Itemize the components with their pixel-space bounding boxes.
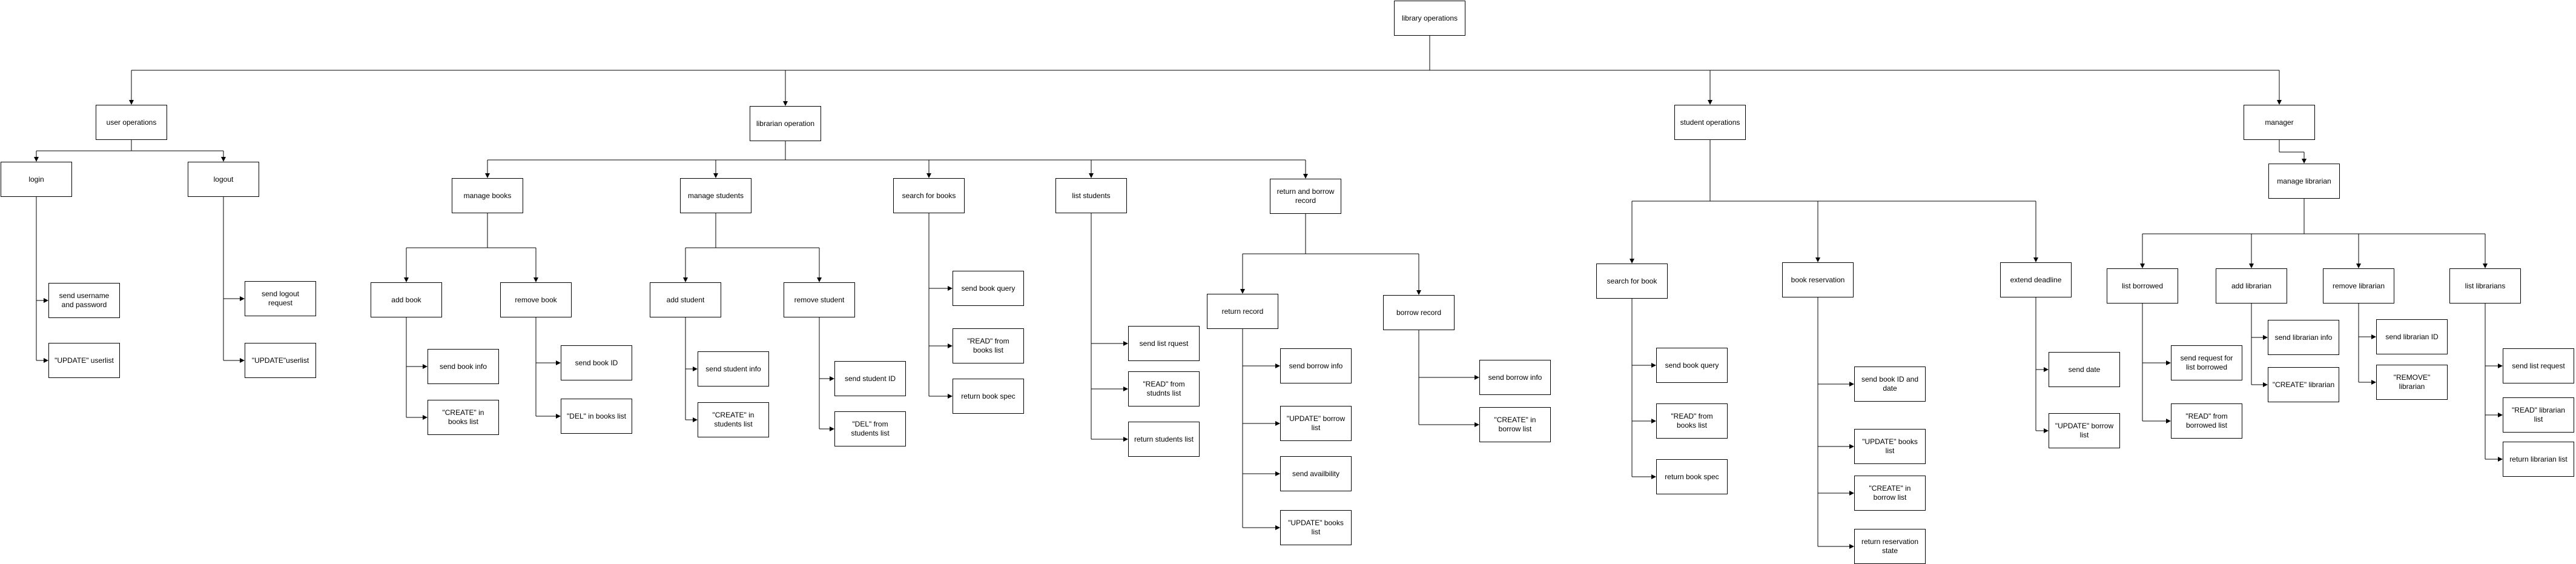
diagram-node-br2: "CREATE" in borrow list [1479, 407, 1551, 442]
diagram-node-ab: add book [371, 282, 442, 317]
diagram-node-rr4: "UPDATE" books list [1280, 510, 1352, 545]
diagram-node-rs1: send student ID [834, 361, 906, 396]
diagram-node-sfb2: "READ" from books list [953, 328, 1024, 363]
diagram-node-al1: send librarian info [2268, 320, 2339, 355]
diagram-node-rr: return record [1207, 294, 1278, 329]
diagram-node-ab2: "CREATE" in books list [428, 400, 499, 435]
diagram-node-uo: user operations [96, 105, 167, 140]
diagram-node-rl: remove librarian [2323, 268, 2394, 304]
diagram-node-sfb3: return book spec [953, 379, 1024, 414]
diagram-node-ls: list students [1055, 178, 1127, 213]
diagram-node-ls2: "READ" from studnts list [1128, 371, 1200, 406]
diagram-node-as2: "CREATE" in students list [698, 402, 769, 437]
diagram-node-sb2: "READ" from books list [1656, 403, 1728, 439]
diagram-node-ed1: send date [2049, 352, 2120, 387]
diagram-node-o2: "UPDATE"userlist [245, 343, 316, 378]
diagram-node-mb: manage books [452, 178, 523, 213]
diagram-node-bres1: send book ID and date [1854, 367, 1926, 402]
diagram-node-rl1: send librarian ID [2376, 319, 2448, 354]
diagram-node-ml: manage librarian [2268, 164, 2340, 199]
diagram-node-o1: send logout request [245, 281, 316, 316]
diagram-node-rb: remove book [500, 282, 572, 317]
diagram-node-br: borrow record [1383, 295, 1455, 330]
diagram-node-ls3: return students list [1128, 422, 1200, 457]
diagram-node-br1: send borrow info [1479, 360, 1551, 395]
diagram-node-rl2: "REMOVE" librarian [2376, 365, 2448, 400]
diagram-node-bres3: "CREATE" in borrow list [1854, 476, 1926, 511]
diagram-node-ms: manage students [680, 178, 751, 213]
diagram-node-sb3: return book spec [1656, 459, 1728, 494]
diagram-node-rs2: "DEL" from students list [834, 411, 906, 446]
diagram-node-lb1: send request for list borrowed [2171, 345, 2242, 380]
diagram-node-so: student operations [1674, 105, 1746, 140]
diagram-node-sb1: send book query [1656, 348, 1728, 383]
diagram-node-al: add librarian [2216, 268, 2287, 304]
diagram-node-ab1: send book info [428, 349, 499, 384]
diagram-node-al2: "CREATE" librarian [2268, 367, 2339, 402]
diagram-node-ll3: return librarian list [2503, 442, 2574, 477]
diagram-node-mgr: manager [2244, 105, 2315, 140]
diagram-node-as1: send student info [698, 351, 769, 387]
diagram-node-rr3: send availbility [1280, 456, 1352, 491]
diagram-node-bres4: return reservation state [1854, 529, 1926, 564]
diagram-node-rb2: "DEL" in books list [561, 399, 632, 434]
diagram-node-ls1: send list rquest [1128, 326, 1200, 361]
diagram-node-l1: send username and password [48, 283, 120, 318]
diagram-node-rbr: return and borrow record [1270, 179, 1341, 214]
diagram-node-sb: search for book [1596, 264, 1668, 299]
diagram-node-bres2: "UPDATE" books list [1854, 429, 1926, 464]
diagram-node-as: add student [650, 282, 721, 317]
diagram-node-ll2: "READ" librarian list [2503, 397, 2574, 433]
diagram-node-login: login [1, 162, 72, 197]
diagram-node-logout: logout [188, 162, 259, 197]
diagram-node-bres: book reservation [1782, 262, 1854, 297]
diagram-node-sfb: search for books [893, 178, 965, 213]
diagram-node-l2: "UPDATE" userlist [48, 343, 120, 378]
diagram-node-ll: list librarians [2449, 268, 2521, 304]
diagram-node-sfb1: send book query [953, 271, 1024, 306]
diagram-node-lo: librarian operation [750, 106, 821, 141]
diagram-node-rr1: send borrow info [1280, 348, 1352, 383]
diagram-node-lb: list borrowed [2107, 268, 2178, 304]
diagram-node-ll1: send list request [2503, 348, 2574, 383]
diagram-node-root: library operations [1394, 1, 1465, 36]
diagram-node-rs: remove student [784, 282, 855, 317]
diagram-node-rr2: "UPDATE" borrow list [1280, 406, 1352, 441]
diagram-node-ed2: "UPDATE" borrow list [2049, 413, 2120, 448]
diagram-node-lb2: "READ" from borrowed list [2171, 403, 2242, 439]
diagram-node-ed: extend deadline [2000, 262, 2072, 297]
diagram-node-rb1: send book ID [561, 345, 632, 380]
